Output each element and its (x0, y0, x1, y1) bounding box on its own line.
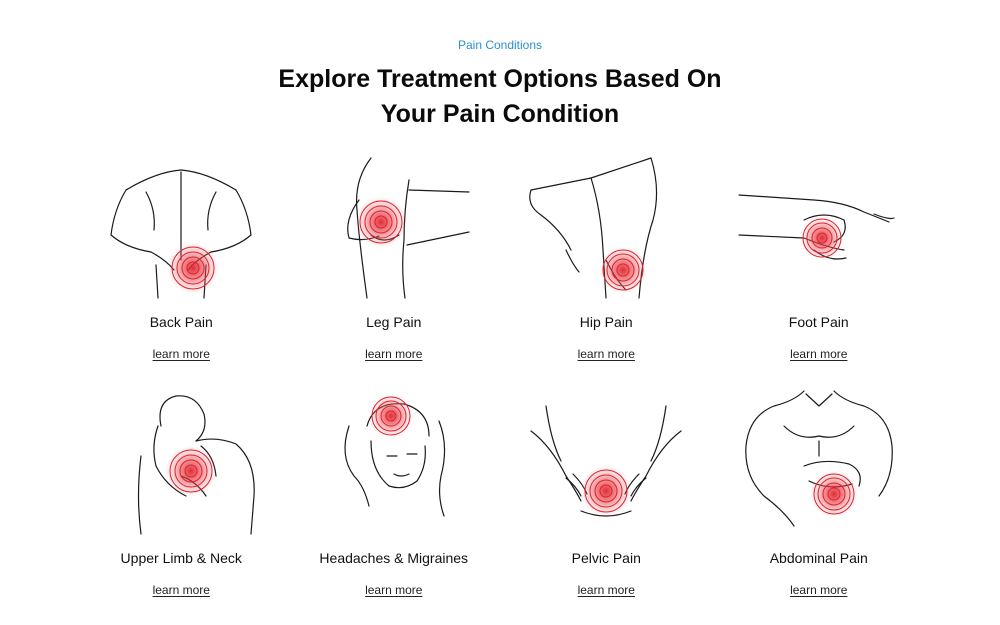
condition-card-headaches-migraines: Headaches & Migraines learn more (288, 386, 501, 622)
hip-pain-illustration (529, 157, 658, 299)
headache-illustration (344, 394, 445, 517)
condition-title: Back Pain (149, 314, 213, 330)
learn-more-pelvic-pain-link[interactable]: learn more (577, 583, 635, 597)
condition-title: Upper Limb & Neck (120, 550, 242, 566)
learn-more-upper-limb-neck-link[interactable]: learn more (152, 583, 210, 597)
condition-title: Headaches & Migraines (319, 550, 469, 566)
conditions-grid: Back Pain learn more Leg Pain learn more (75, 150, 925, 622)
condition-title: Hip Pain (579, 314, 633, 330)
learn-more-abdominal-pain-link[interactable]: learn more (790, 583, 848, 597)
learn-more-hip-pain-link[interactable]: learn more (577, 347, 635, 361)
condition-title: Leg Pain (366, 314, 422, 330)
condition-title: Abdominal Pain (769, 550, 868, 566)
condition-card-upper-limb-neck: Upper Limb & Neck learn more (75, 386, 288, 622)
condition-card-hip-pain: Hip Pain learn more (500, 150, 713, 386)
upper-limb-neck-illustration (138, 395, 256, 535)
condition-card-foot-pain: Foot Pain learn more (713, 150, 926, 386)
section-eyebrow: Pain Conditions (457, 38, 543, 52)
learn-more-back-pain-link[interactable]: learn more (152, 347, 210, 361)
learn-more-leg-pain-link[interactable]: learn more (365, 347, 423, 361)
condition-card-abdominal-pain: Abdominal Pain learn more (713, 386, 926, 622)
condition-card-pelvic-pain: Pelvic Pain learn more (500, 386, 713, 622)
section-heading: Explore Treatment Options Based On Your … (278, 65, 722, 128)
condition-title: Foot Pain (788, 314, 849, 330)
condition-card-leg-pain: Leg Pain learn more (288, 150, 501, 386)
abdominal-pain-illustration (744, 390, 893, 527)
learn-more-foot-pain-link[interactable]: learn more (790, 347, 848, 361)
learn-more-headaches-link[interactable]: learn more (365, 583, 423, 597)
foot-pain-illustration (738, 194, 895, 260)
condition-title: Pelvic Pain (571, 550, 641, 566)
back-pain-illustration (110, 169, 252, 299)
leg-pain-illustration (346, 157, 470, 299)
condition-card-back-pain: Back Pain learn more (75, 150, 288, 386)
pelvic-pain-illustration (530, 405, 682, 517)
